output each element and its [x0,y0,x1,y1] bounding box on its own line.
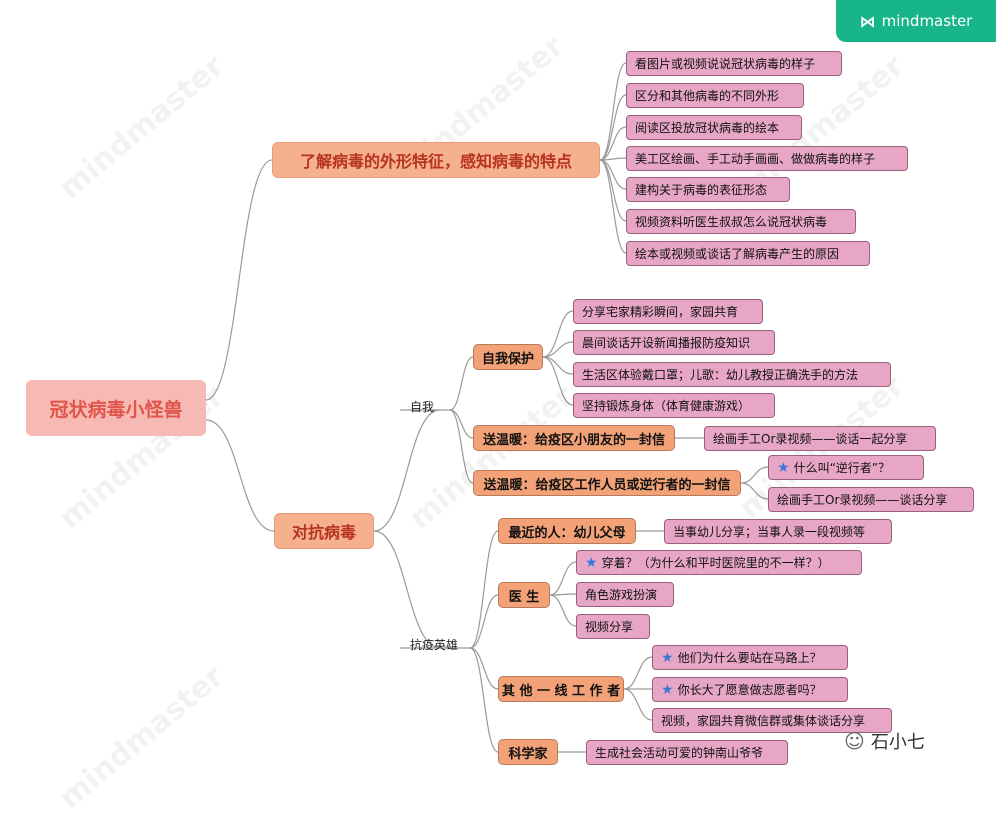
connector-line [205,159,273,401]
leaf-build-form[interactable]: 建构关于病毒的表征形态 [626,177,790,202]
topic-doctor[interactable]: 医 生 [498,582,550,608]
account-signature: ☺ 石小七 [844,728,925,754]
leaf-share-moments[interactable]: 分享宅家精彩瞬间，家园共育 [573,299,763,324]
topic-parents[interactable]: 最近的人：幼儿父母 [498,518,636,544]
leaf-role-play[interactable]: 角色游戏扮演 [576,582,674,607]
topic-fight-virus[interactable]: 对抗病毒 [274,513,374,549]
leaf-virus-origin[interactable]: 绘本或视频或谈话了解病毒产生的原因 [626,241,870,266]
topic-self-protect[interactable]: 自我保护 [473,344,543,370]
connector-line [469,530,499,649]
connector-line [449,356,474,411]
root-topic[interactable]: 冠状病毒小怪兽 [26,380,206,436]
connector-line [740,466,769,484]
leaf-art-craft[interactable]: 美工区绘画、手工动手画画、做做病毒的样子 [626,146,908,171]
leaf-volunteer[interactable]: ★ 你长大了愿意做志愿者吗？ [652,677,848,702]
label-heroes: 抗疫英雄 [410,638,459,652]
label-self: 自我 [410,400,435,414]
connector-line [599,126,627,161]
topic-letter-workers[interactable]: 送温暖：给疫区工作人员或逆行者的一封信 [473,470,741,496]
connector-line [623,688,653,721]
connector-line [469,647,499,690]
connector-line [449,409,474,439]
leaf-why-on-road[interactable]: ★ 他们为什么要站在马路上？ [652,645,848,670]
connector-line [469,594,499,649]
logo-mark-icon: ⋈ [859,11,876,31]
topic-scientist[interactable]: 科学家 [498,739,558,765]
connector-line [373,409,441,532]
leaf-doctor-video[interactable]: 视频资料听医生叔叔怎么说冠状病毒 [626,209,856,234]
leaf-draw-record-share[interactable]: 绘画手工Or录视频——谈话一起分享 [704,426,936,451]
wechat-icon: ☺ [844,729,865,753]
connector-line [449,409,474,484]
connector-line [623,656,653,690]
connector-line [549,561,577,596]
leaf-virus-shape[interactable]: 区分和其他病毒的不同外形 [626,83,804,108]
connector-line [469,647,499,753]
connector-line [599,159,627,222]
account-name: 石小七 [870,732,925,753]
topic-letter-kids[interactable]: 送温暖：给疫区小朋友的一封信 [473,425,675,451]
leaf-video-share[interactable]: 视频分享 [576,614,650,639]
connector-line [542,310,574,358]
star-icon: ★ [777,459,790,476]
connector-line [599,159,627,254]
connector-line [599,94,627,161]
connector-line [542,341,574,358]
connector-line [205,419,275,532]
brand-name: mindmaster [881,12,973,30]
leaf-draw-record-share-2[interactable]: 绘画手工Or录视频——谈话分享 [768,487,974,512]
topic-virus-features[interactable]: 了解病毒的外形特征，感知病毒的特点 [272,142,600,178]
leaf-news-broadcast[interactable]: 晨间谈话开设新闻播报防疫知识 [573,330,775,355]
connector-lines [205,62,769,753]
connector-line [542,356,574,406]
leaf-exercise[interactable]: 坚持锻炼身体（体育健康游戏） [573,393,775,418]
connector-line [373,530,441,649]
connector-line [549,594,577,627]
connector-line [542,356,574,375]
star-icon: ★ [661,649,674,666]
star-icon: ★ [661,681,674,698]
leaf-picture-book[interactable]: 阅读区投放冠状病毒的绘本 [626,115,802,140]
connector-line [740,482,769,500]
star-icon: ★ [585,554,598,571]
leaf-doctor-clothing[interactable]: ★ 穿着？（为什么和平时医院里的不一样？） [576,550,862,575]
leaf-wechat-share[interactable]: 视频，家园共育微信群或集体谈话分享 [652,708,892,733]
leaf-virus-look[interactable]: 看图片或视频说说冠状病毒的样子 [626,51,842,76]
leaf-mask-handwash[interactable]: 生活区体验戴口罩；儿歌：幼儿教授正确洗手的方法 [573,362,891,387]
mindmaster-logo: ⋈ mindmaster [836,0,996,42]
leaf-zhong-nanshan[interactable]: 生成社会活动可爱的钟南山爷爷 [586,740,788,765]
leaf-what-is-retrograde[interactable]: ★ 什么叫“逆行者”？ [768,455,924,480]
topic-frontline-workers[interactable]: 其 他 一 线 工 作 者 [498,676,624,702]
leaf-child-share-video[interactable]: 当事幼儿分享；当事人录一段视频等 [664,519,892,544]
connector-line [599,62,627,161]
